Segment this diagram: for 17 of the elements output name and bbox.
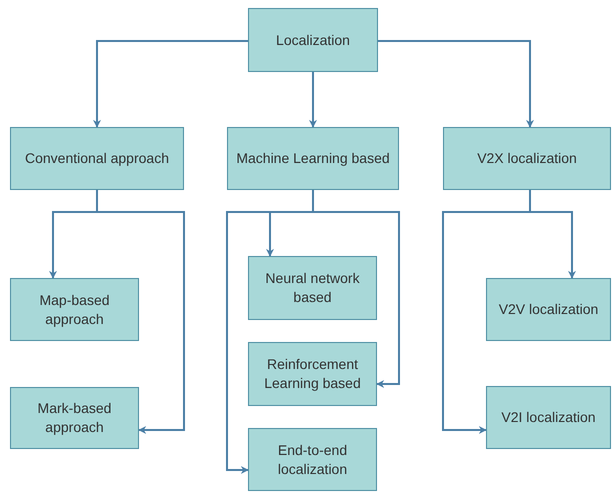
process-box: Localization bbox=[248, 8, 378, 72]
process-box: V2V localization bbox=[486, 278, 611, 341]
process-box: End-to-end localization bbox=[248, 428, 377, 491]
process-box: Neural network based bbox=[248, 256, 377, 320]
arrow bbox=[96, 190, 185, 434]
arrow bbox=[442, 190, 531, 434]
process-box: Map-based approach bbox=[10, 278, 139, 341]
process-box: V2X localization bbox=[443, 127, 611, 190]
arrow bbox=[226, 190, 314, 474]
arrow bbox=[378, 40, 534, 128]
process-box: Reinforcement Learning based bbox=[248, 342, 377, 406]
process-box: V2I localization bbox=[486, 386, 611, 449]
arrow bbox=[93, 40, 248, 128]
arrow bbox=[309, 72, 317, 128]
process-box: Machine Learning based bbox=[227, 127, 399, 190]
process-box: Conventional approach bbox=[10, 127, 184, 190]
process-box: Mark-based approach bbox=[10, 387, 139, 449]
